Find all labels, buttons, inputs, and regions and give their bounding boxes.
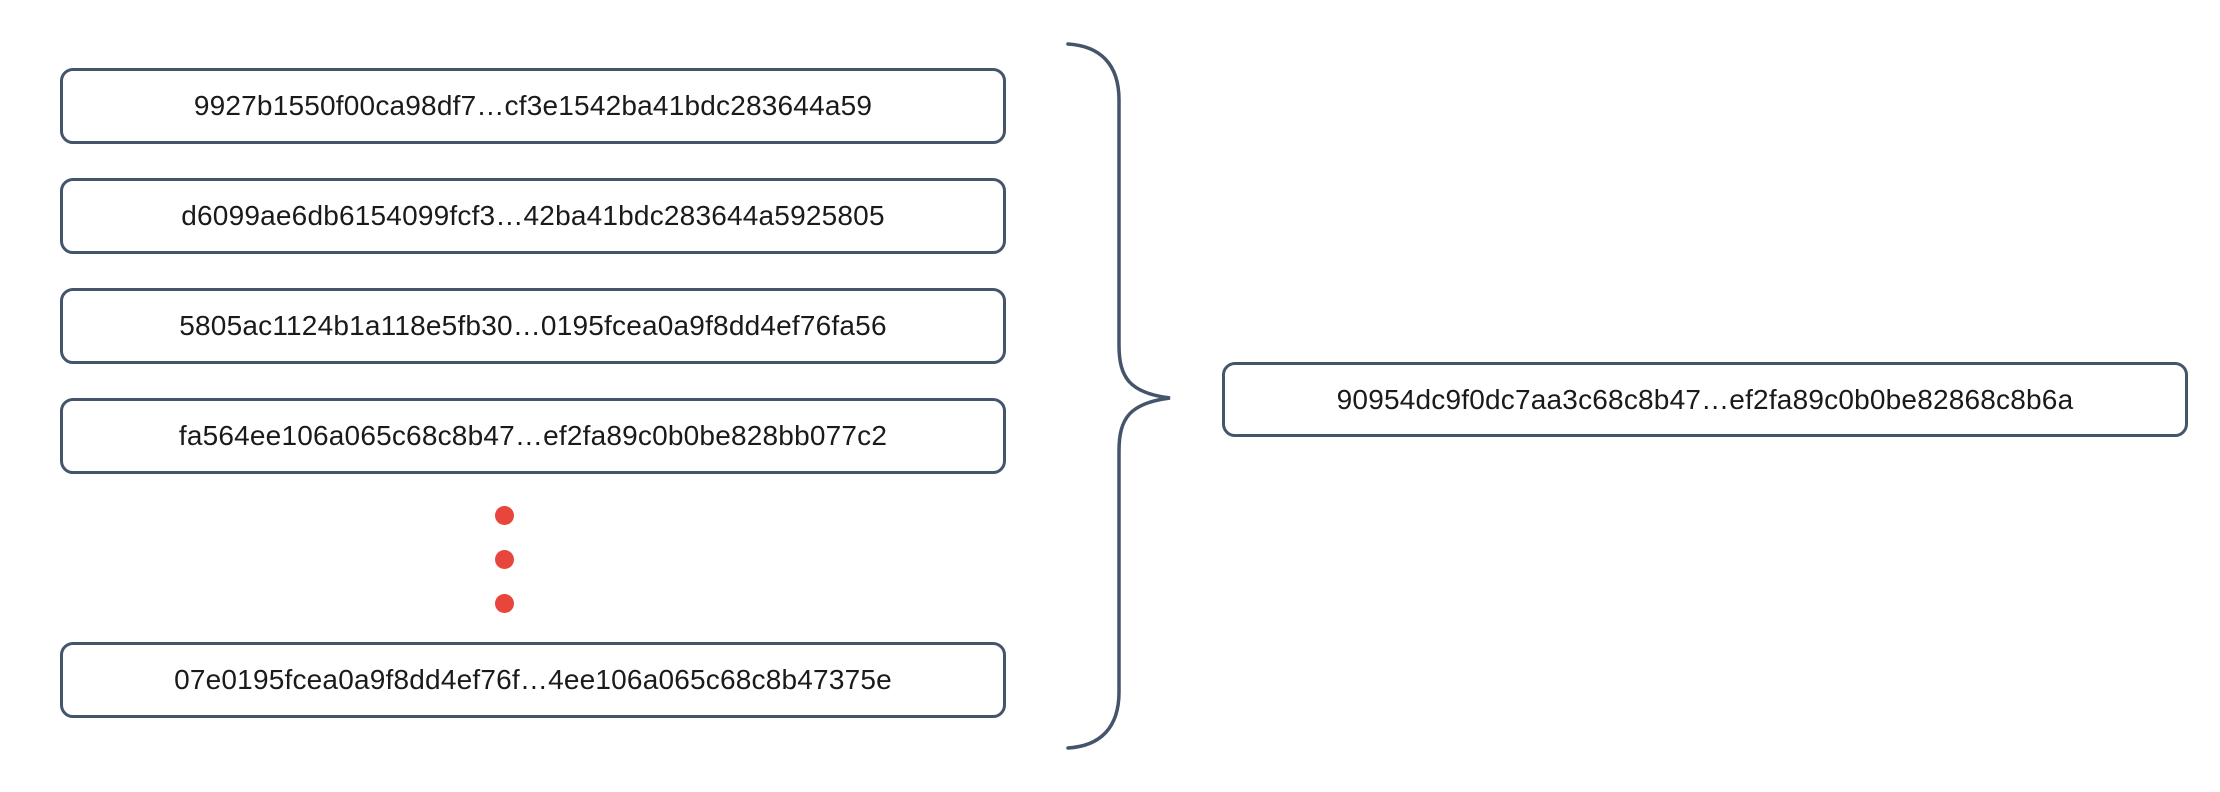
- input-hash-box-1: 9927b1550f00ca98df7…cf3e1542ba41bdc28364…: [60, 68, 1006, 144]
- input-hash-box-2: d6099ae6db6154099fcf3…42ba41bdc283644a59…: [60, 178, 1006, 254]
- ellipsis-dot-3: [495, 594, 514, 613]
- output-hash-box: 90954dc9f0dc7aa3c68c8b47…ef2fa89c0b0be82…: [1222, 362, 2188, 437]
- ellipsis-dot-2: [495, 550, 514, 569]
- input-hash-box-3: 5805ac1124b1a118e5fb30…0195fcea0a9f8dd4e…: [60, 288, 1006, 364]
- input-hash-box-4: fa564ee106a065c68c8b47…ef2fa89c0b0be828b…: [60, 398, 1006, 474]
- input-hash-box-5: 07e0195fcea0a9f8dd4ef76f…4ee106a065c68c8…: [60, 642, 1006, 718]
- ellipsis-dot-1: [495, 506, 514, 525]
